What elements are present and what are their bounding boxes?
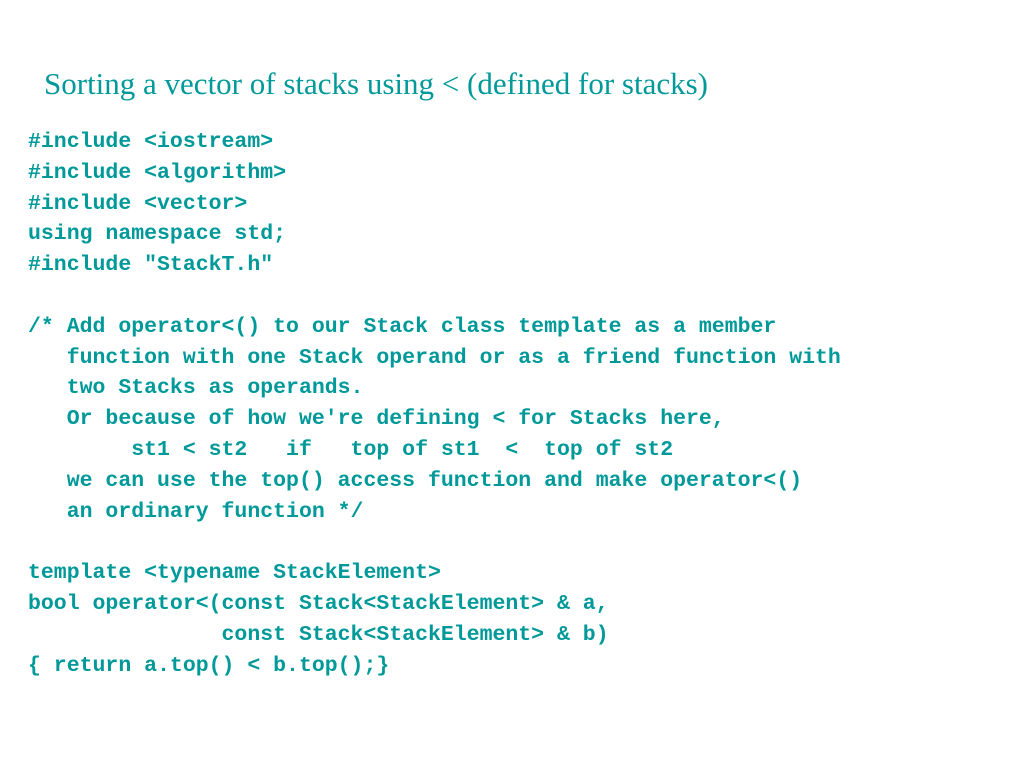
code-line: const Stack<StackElement> & b) (28, 622, 609, 647)
code-line: an ordinary function */ (28, 499, 364, 524)
code-line (28, 281, 841, 312)
code-line: using namespace std; (28, 222, 287, 247)
code-line: two Stacks as operands. (28, 376, 364, 401)
code-line: Or because of how we're defining < for S… (28, 407, 725, 432)
code-line: { return a.top() < b.top();} (28, 653, 390, 678)
code-line: /* Add operator<() to our Stack class te… (28, 314, 777, 339)
code-line: #include "StackT.h" (28, 253, 274, 278)
code-line: template <typename StackElement> (28, 561, 441, 586)
code-line: st1 < st2 if top of st1 < top of st2 (28, 437, 674, 462)
code-line: #include <vector> (28, 191, 248, 216)
code-line: #include <algorithm> (28, 160, 287, 185)
code-line (28, 527, 841, 558)
code-line: #include <iostream> (28, 130, 274, 154)
code-line: function with one Stack operand or as a … (28, 345, 841, 370)
code-line: bool operator<(const Stack<StackElement>… (28, 591, 609, 616)
code-block: #include <iostream> #include <algorithm> #… (28, 127, 841, 681)
code-line: we can use the top() access function and… (28, 468, 803, 493)
slide-title: Sorting a vector of stacks using < (defi… (44, 66, 709, 101)
